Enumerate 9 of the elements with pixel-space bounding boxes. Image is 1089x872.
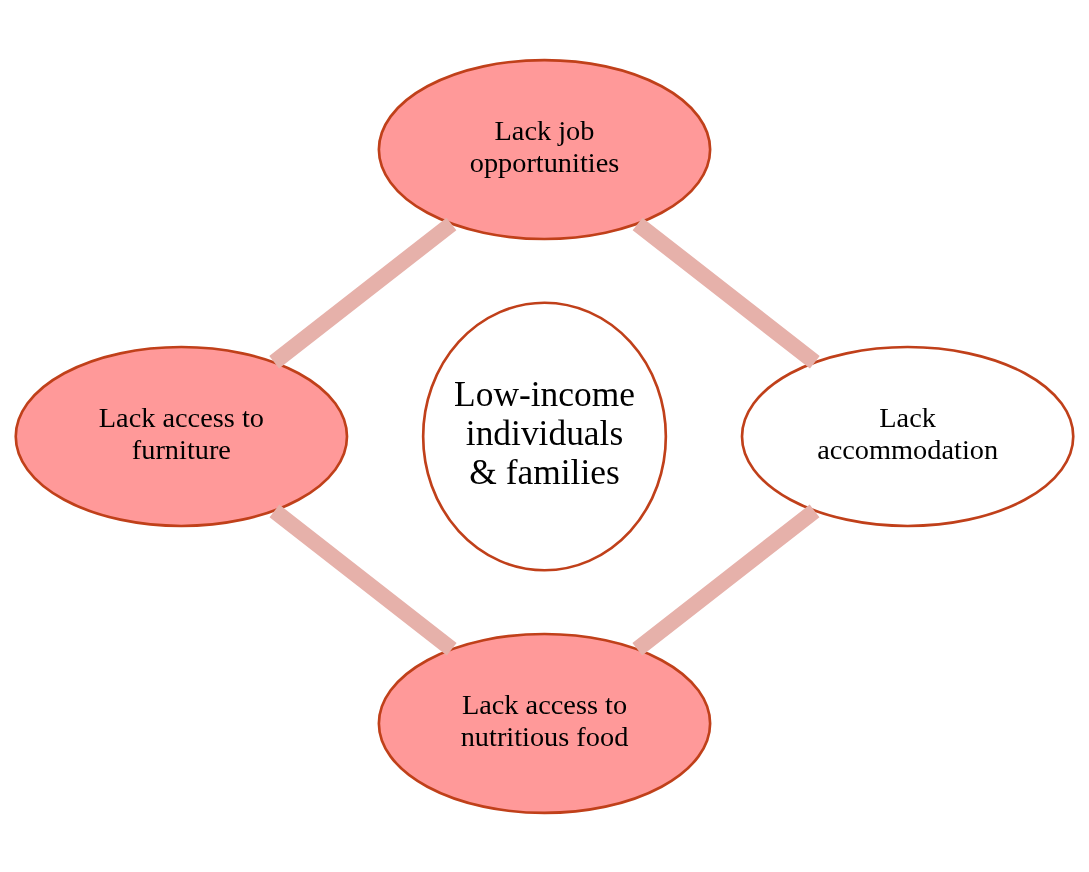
node-ellipse: Lack job opportunities	[377, 58, 712, 240]
connector	[269, 217, 457, 369]
connector	[269, 504, 457, 656]
node-ellipse: Lack access to nutritious food	[377, 632, 712, 814]
node-ellipse: Lack accommodation	[740, 345, 1075, 527]
node-ellipse: Lack access to furniture	[14, 345, 349, 527]
connector	[632, 217, 820, 369]
connector	[632, 504, 820, 656]
node-circle: Low-income individuals & families	[421, 300, 668, 572]
